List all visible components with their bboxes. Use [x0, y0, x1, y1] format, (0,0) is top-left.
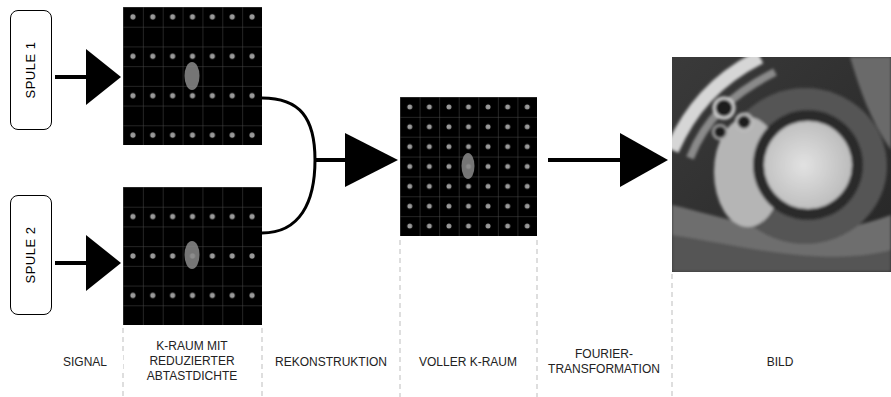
- image-background: [672, 57, 891, 272]
- merge-curve: [262, 160, 315, 233]
- coil-box: SPULE 1: [10, 10, 52, 130]
- vessel: [736, 114, 752, 130]
- column-separators: [123, 240, 672, 397]
- column-label: BILD: [740, 355, 820, 370]
- myocardium: [753, 110, 863, 220]
- coil-label: SPULE 1: [23, 42, 39, 99]
- k-space-samples: [123, 7, 262, 145]
- separator: [262, 328, 263, 397]
- k-space-grid: [400, 97, 537, 236]
- coil-label: SPULE 2: [23, 227, 39, 284]
- k-space-center: [185, 241, 200, 269]
- arrow-shaft: [55, 75, 90, 79]
- separator: [537, 240, 538, 397]
- arrow-shaft: [548, 158, 625, 162]
- separator: [400, 240, 401, 397]
- merge-curve: [262, 98, 315, 160]
- coil-box: SPULE 2: [10, 195, 52, 315]
- arrow-shaft: [315, 158, 350, 162]
- arrow-head: [620, 133, 668, 187]
- k-space-lines: [123, 7, 262, 145]
- k-space-center: [185, 62, 200, 90]
- column-label: FOURIER- TRANSFORMATION: [540, 347, 668, 377]
- arrow-head: [86, 235, 121, 291]
- k-space-center: [462, 153, 475, 179]
- vessel: [714, 98, 734, 118]
- k-space-samples: [123, 187, 262, 325]
- column-label: VOLLER K-RAUM: [403, 355, 533, 370]
- separator: [672, 274, 673, 397]
- k-space-grid: [123, 7, 262, 145]
- arrow-head: [86, 49, 121, 105]
- k-space-grid: [123, 187, 262, 325]
- mr-image: [672, 57, 891, 272]
- k-space-lines: [123, 187, 262, 325]
- left-ventricle: [764, 121, 852, 209]
- k-space-samples: [400, 97, 537, 236]
- column-label: SIGNAL: [47, 355, 123, 370]
- vessel: [713, 125, 727, 139]
- arrow-shaft: [55, 261, 90, 265]
- column-label: REKONSTRUKTION: [265, 355, 397, 370]
- column-label: K-RAUM MIT REDUZIERTER ABTASTDICHTE: [136, 339, 248, 384]
- arrow-head: [345, 133, 398, 187]
